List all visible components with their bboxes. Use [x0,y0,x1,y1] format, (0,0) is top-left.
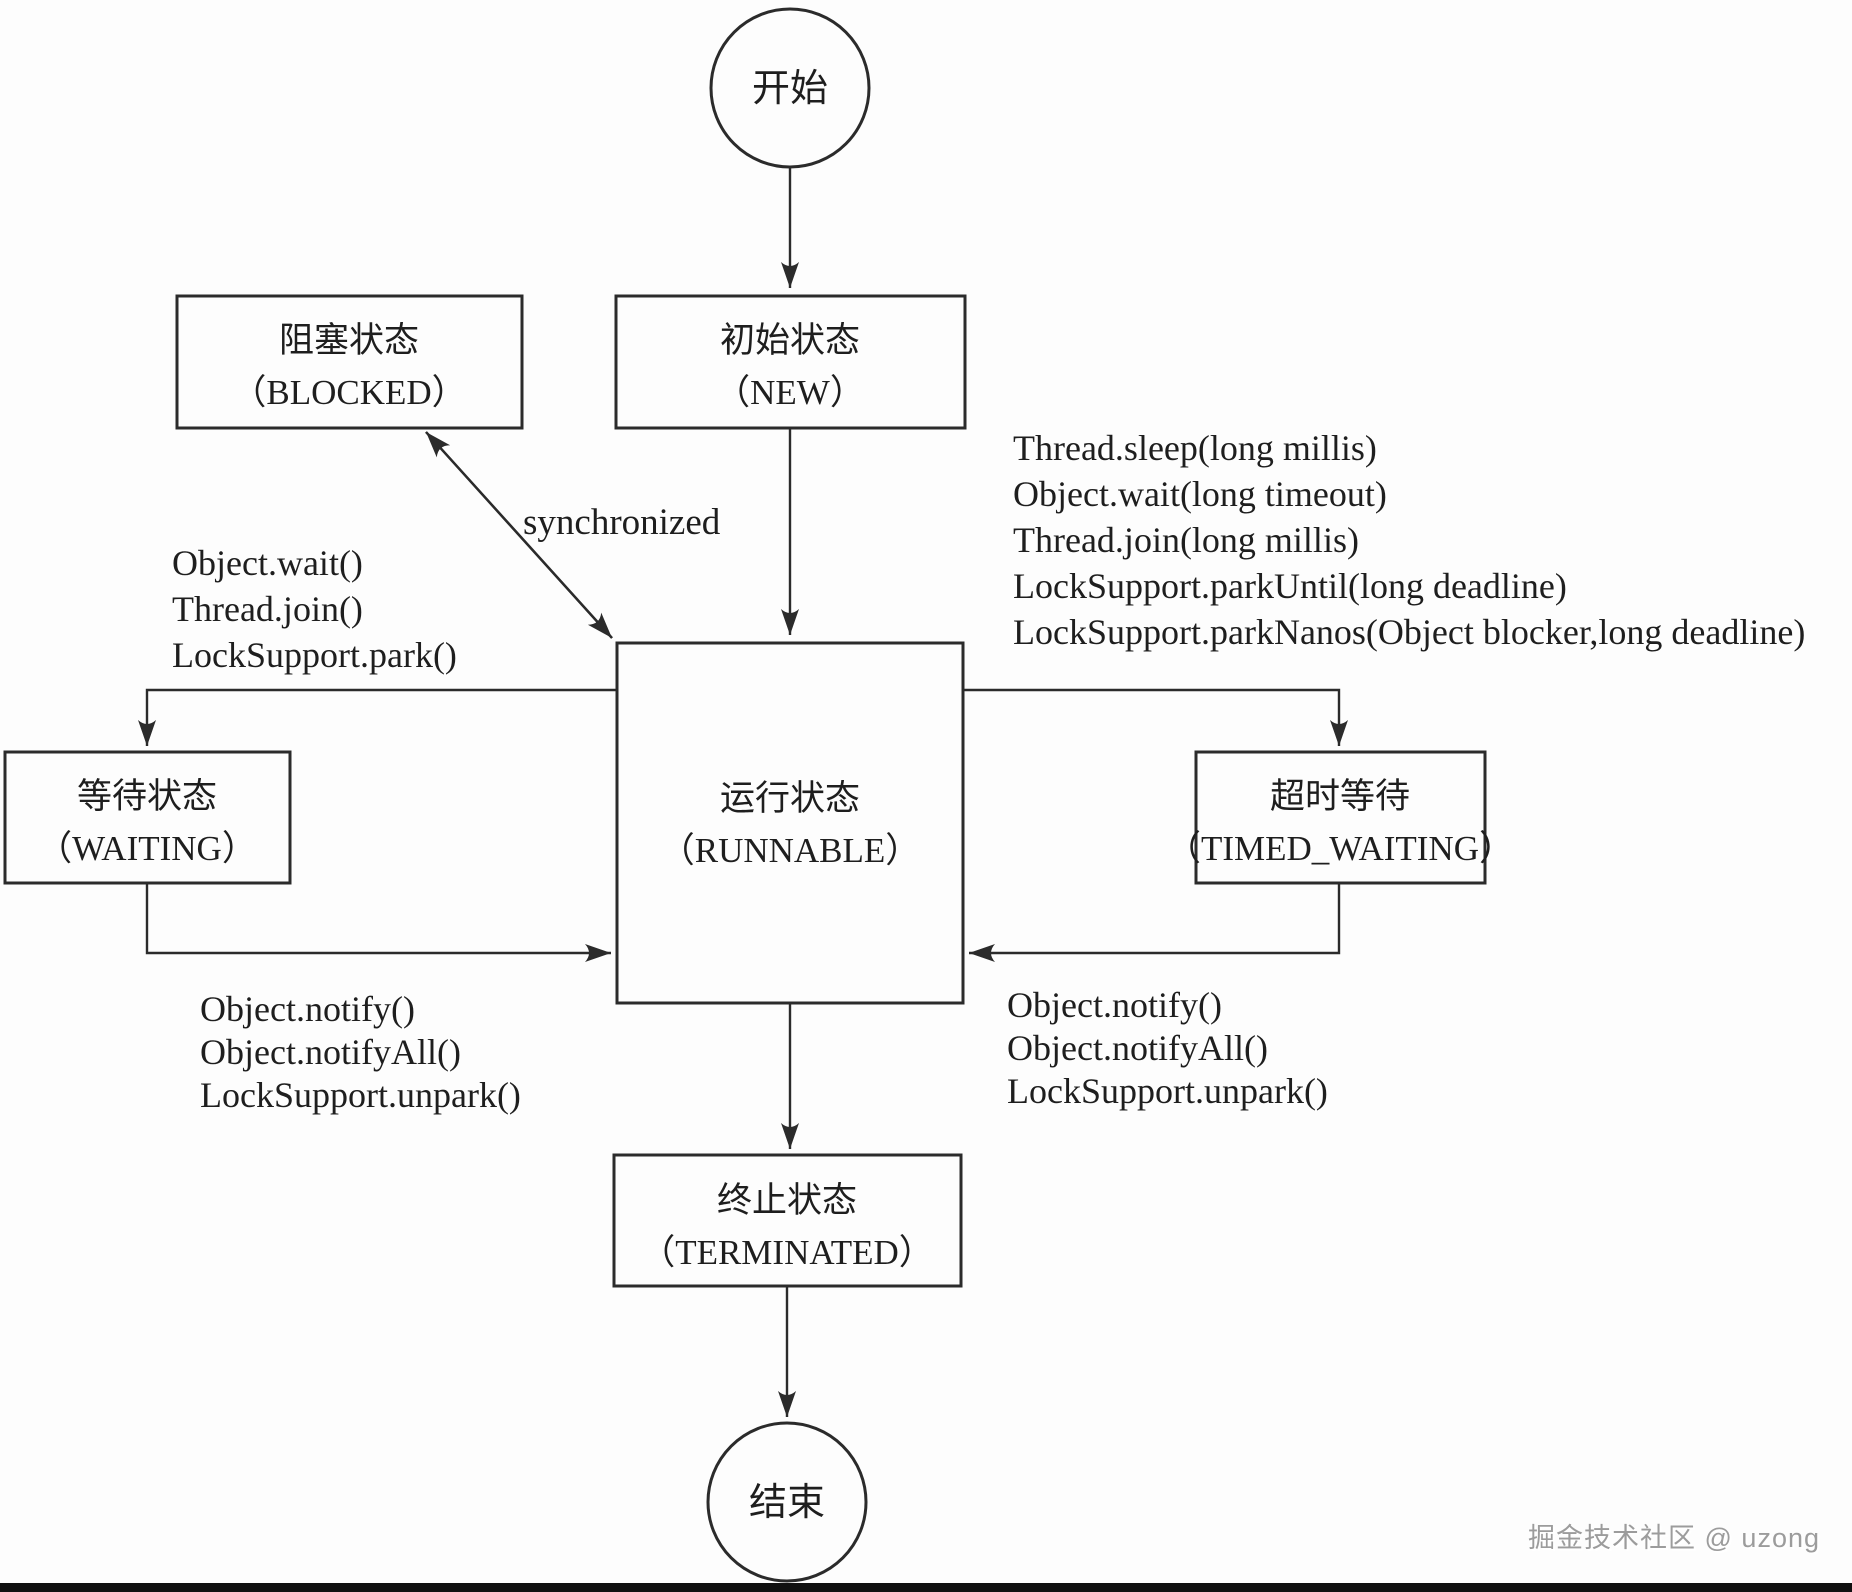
synchronized-edge-label: synchronized [523,502,721,543]
timed-waiting-node-title: 超时等待 [1270,777,1410,816]
method-line: Object.notify() [200,989,415,1029]
method-line: LockSupport.unpark() [1007,1071,1328,1111]
new-node-title: 初始状态 [720,321,860,360]
edge-runnable-to-waiting [138,688,617,746]
waiting-node-subtitle: （WAITING） [37,829,257,868]
terminated-node-subtitle: （TERMINATED） [640,1233,934,1272]
runnable-node-title: 运行状态 [720,779,860,818]
runnable-node [615,641,965,1005]
method-line: Thread.sleep(long millis) [1013,428,1377,468]
method-line: Object.notifyAll() [1007,1028,1268,1068]
blocked-node-title: 阻塞状态 [279,321,419,360]
method-line: LockSupport.parkNanos(Object blocker,lon… [1013,612,1805,652]
start-node-label: 开始 [752,68,828,110]
edge-runnable-to-timed-waiting [963,688,1348,746]
watermark: 掘金技术社区 @ uzong [1528,1523,1820,1553]
method-line: LockSupport.unpark() [200,1075,521,1115]
end-node [706,1421,868,1583]
from-timed-waiting-methods-label: Object.notify() Object.notifyAll() LockS… [1007,985,1328,1111]
from-waiting-methods-label: Object.notify() Object.notifyAll() LockS… [200,989,521,1115]
edge-timed-waiting-to-runnable [969,883,1341,962]
to-waiting-methods-label: Object.wait() Thread.join() LockSupport.… [172,543,457,675]
method-line: LockSupport.park() [172,635,457,675]
terminated-node-title: 终止状态 [717,1181,857,1220]
start-node [709,7,871,169]
method-line: Thread.join() [172,589,363,629]
timed-waiting-node [1194,750,1487,885]
end-node-label: 结束 [749,1482,825,1524]
to-timed-waiting-methods-label: Thread.sleep(long millis) Object.wait(lo… [1013,428,1805,652]
waiting-node-title: 等待状态 [77,777,217,816]
edge-blocked-to-runnable [425,431,613,639]
blocked-node [175,294,524,430]
new-node [614,294,967,430]
bottom-border-bar [0,1583,1852,1592]
method-line: Thread.join(long millis) [1013,520,1359,560]
terminated-node [612,1153,963,1288]
method-line: LockSupport.parkUntil(long deadline) [1013,566,1567,606]
timed-waiting-node-subtitle: （TIMED_WAITING） [1166,829,1514,868]
edge-waiting-to-runnable [145,883,611,962]
method-line: Object.notify() [1007,985,1222,1025]
runnable-node-subtitle: （RUNNABLE） [660,831,921,870]
method-line: Object.notifyAll() [200,1032,461,1072]
method-line: Object.wait() [172,543,363,583]
waiting-node [3,750,292,885]
new-node-subtitle: （NEW） [715,373,865,412]
method-line: Object.wait(long timeout) [1013,474,1387,514]
blocked-node-subtitle: （BLOCKED） [231,373,466,412]
